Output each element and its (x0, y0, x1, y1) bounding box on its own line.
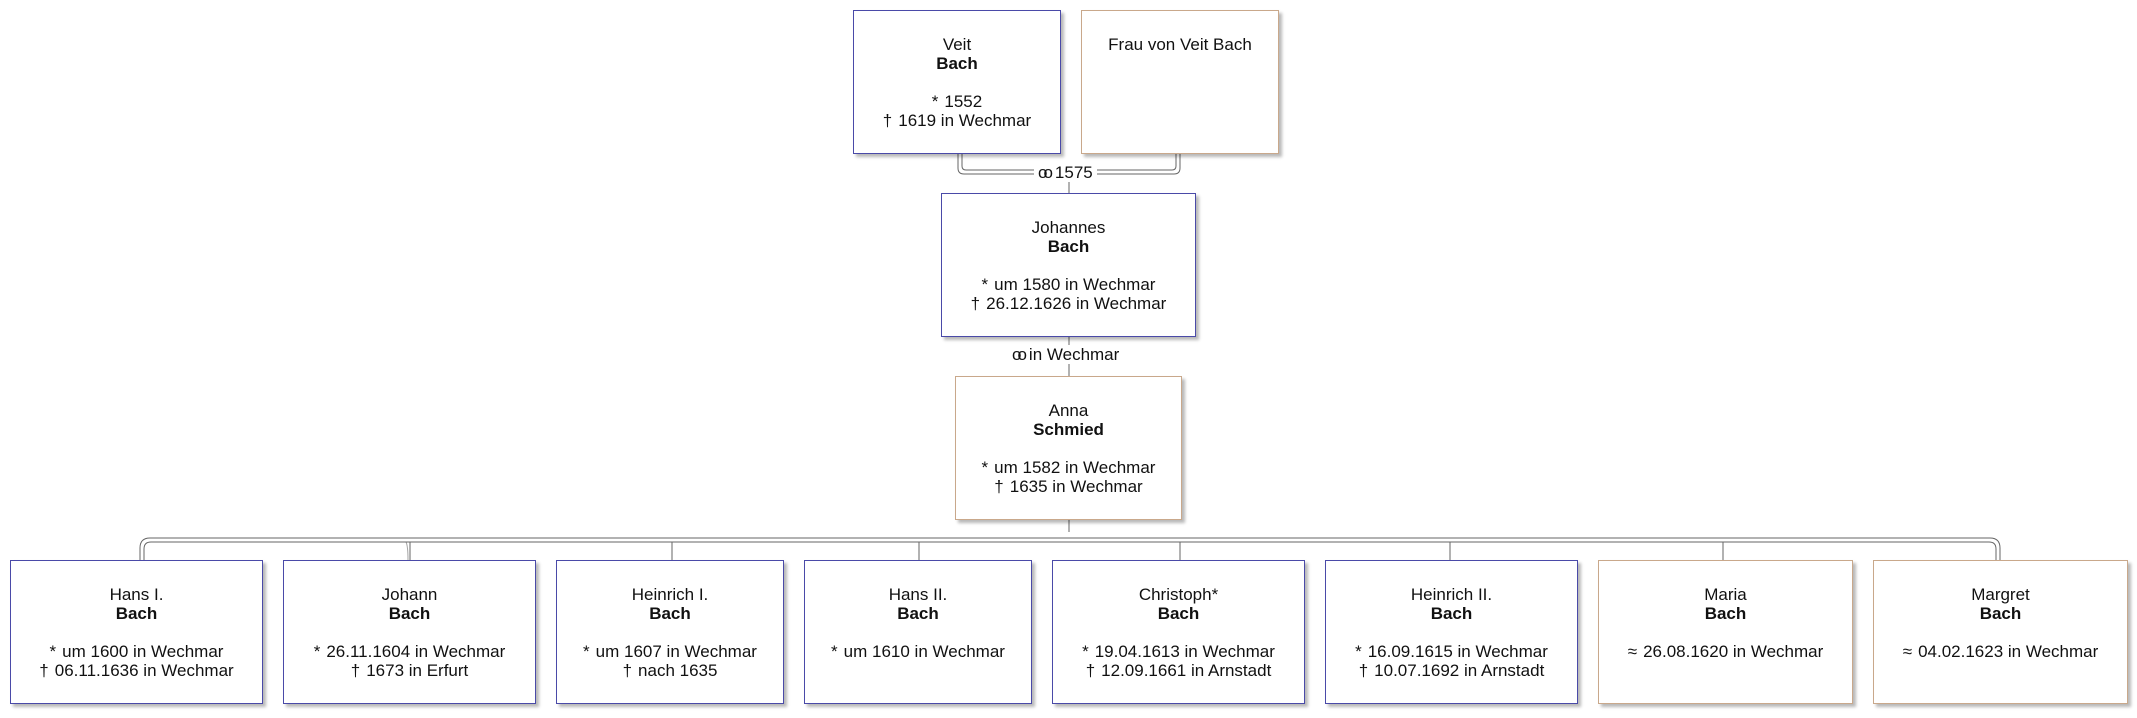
baptism-icon: ≈ (1902, 642, 1913, 661)
person-card-veit[interactable]: Veit Bach *1552 †1619 in Wechmar (853, 10, 1061, 154)
birth-icon: * (831, 642, 838, 661)
surname: Bach (897, 604, 939, 623)
given-name: Heinrich II. (1410, 585, 1493, 604)
given-name: Anna (1048, 401, 1089, 420)
death-icon: † (970, 294, 981, 313)
death-line: †1635 in Wechmar (994, 477, 1143, 496)
person-card-anna[interactable]: Anna Schmied *um 1582 in Wechmar †1635 i… (955, 376, 1182, 520)
birth-icon: * (981, 275, 989, 294)
given-name: Frau von Veit Bach (1108, 35, 1252, 54)
death-line: †06.11.1636 in Wechmar (39, 661, 234, 680)
birth-line: *um 1582 in Wechmar (981, 458, 1156, 477)
birth-icon: * (1355, 642, 1362, 661)
given-name: Christoph* (1138, 585, 1219, 604)
birth-icon: * (1082, 642, 1089, 661)
person-card-maria[interactable]: Maria Bach ≈26.08.1620 in Wechmar (1598, 560, 1853, 704)
death-icon: † (622, 661, 633, 680)
surname: Bach (1047, 237, 1090, 256)
death-line: †1673 in Erfurt (350, 661, 469, 680)
death-icon: † (1085, 661, 1096, 680)
death-icon: † (882, 111, 893, 130)
person-card-frau-von-veit-bach[interactable]: Frau von Veit Bach (1081, 10, 1279, 154)
death-line: †10.07.1692 in Arnstadt (1358, 661, 1545, 680)
death-line: †nach 1635 (622, 661, 718, 680)
person-card-margret[interactable]: Margret Bach ≈04.02.1623 in Wechmar (1873, 560, 2128, 704)
surname: Bach (1430, 604, 1473, 623)
person-card-heinrich-i[interactable]: Heinrich I. Bach *um 1607 in Wechmar †na… (556, 560, 784, 704)
person-card-hans-ii[interactable]: Hans II. Bach *um 1610 in Wechmar (804, 560, 1032, 704)
person-card-hans-i[interactable]: Hans I. Bach *um 1600 in Wechmar †06.11.… (10, 560, 263, 704)
given-name: Johannes (1031, 218, 1106, 237)
surname: Bach (936, 54, 978, 73)
given-name: Margret (1971, 585, 2030, 604)
birth-line: *um 1580 in Wechmar (981, 275, 1156, 294)
given-name: Johann (381, 585, 438, 604)
surname: Bach (649, 604, 691, 623)
person-card-heinrich-ii[interactable]: Heinrich II. Bach *16.09.1615 in Wechmar… (1325, 560, 1578, 704)
surname: Bach (1979, 604, 2022, 623)
death-line: †12.09.1661 in Arnstadt (1085, 661, 1272, 680)
baptism-line: ≈26.08.1620 in Wechmar (1627, 642, 1824, 661)
birth-line: *19.04.1613 in Wechmar (1082, 642, 1275, 661)
death-icon: † (350, 661, 361, 680)
given-name: Hans II. (888, 585, 948, 604)
death-icon: † (1358, 661, 1369, 680)
birth-icon: * (49, 642, 57, 661)
birth-line: *1552 (931, 92, 983, 111)
person-card-johannes[interactable]: Johannes Bach *um 1580 in Wechmar †26.12… (941, 193, 1196, 337)
marriage-icon: oo (1038, 163, 1053, 182)
birth-line: *26.11.1604 in Wechmar (313, 642, 506, 661)
death-icon: † (39, 661, 49, 680)
birth-icon: * (981, 458, 989, 477)
surname: Bach (1704, 604, 1747, 623)
surname: Schmied (1033, 420, 1104, 439)
birth-icon: * (931, 92, 939, 111)
given-name: Heinrich I. (631, 585, 709, 604)
baptism-line: ≈04.02.1623 in Wechmar (1902, 642, 2099, 661)
birth-line: *16.09.1615 in Wechmar (1355, 642, 1548, 661)
surname: Bach (388, 604, 431, 623)
birth-icon: * (583, 642, 590, 661)
birth-line: *um 1610 in Wechmar (831, 642, 1005, 661)
person-card-johann[interactable]: Johann Bach *26.11.1604 in Wechmar †1673… (283, 560, 536, 704)
given-name: Hans I. (109, 585, 164, 604)
given-name: Maria (1704, 585, 1747, 604)
surname: Bach (1157, 604, 1200, 623)
death-icon: † (994, 477, 1004, 496)
death-line: †1619 in Wechmar (882, 111, 1032, 130)
death-line: †26.12.1626 in Wechmar (970, 294, 1167, 313)
given-name: Veit (942, 35, 972, 54)
surname: Bach (115, 604, 158, 623)
birth-line: *um 1600 in Wechmar (49, 642, 224, 661)
person-card-christoph[interactable]: Christoph* Bach *19.04.1613 in Wechmar †… (1052, 560, 1305, 704)
birth-icon: * (313, 642, 321, 661)
baptism-icon: ≈ (1627, 642, 1638, 661)
marriage-icon: oo (1012, 345, 1027, 364)
birth-line: *um 1607 in Wechmar (583, 642, 757, 661)
